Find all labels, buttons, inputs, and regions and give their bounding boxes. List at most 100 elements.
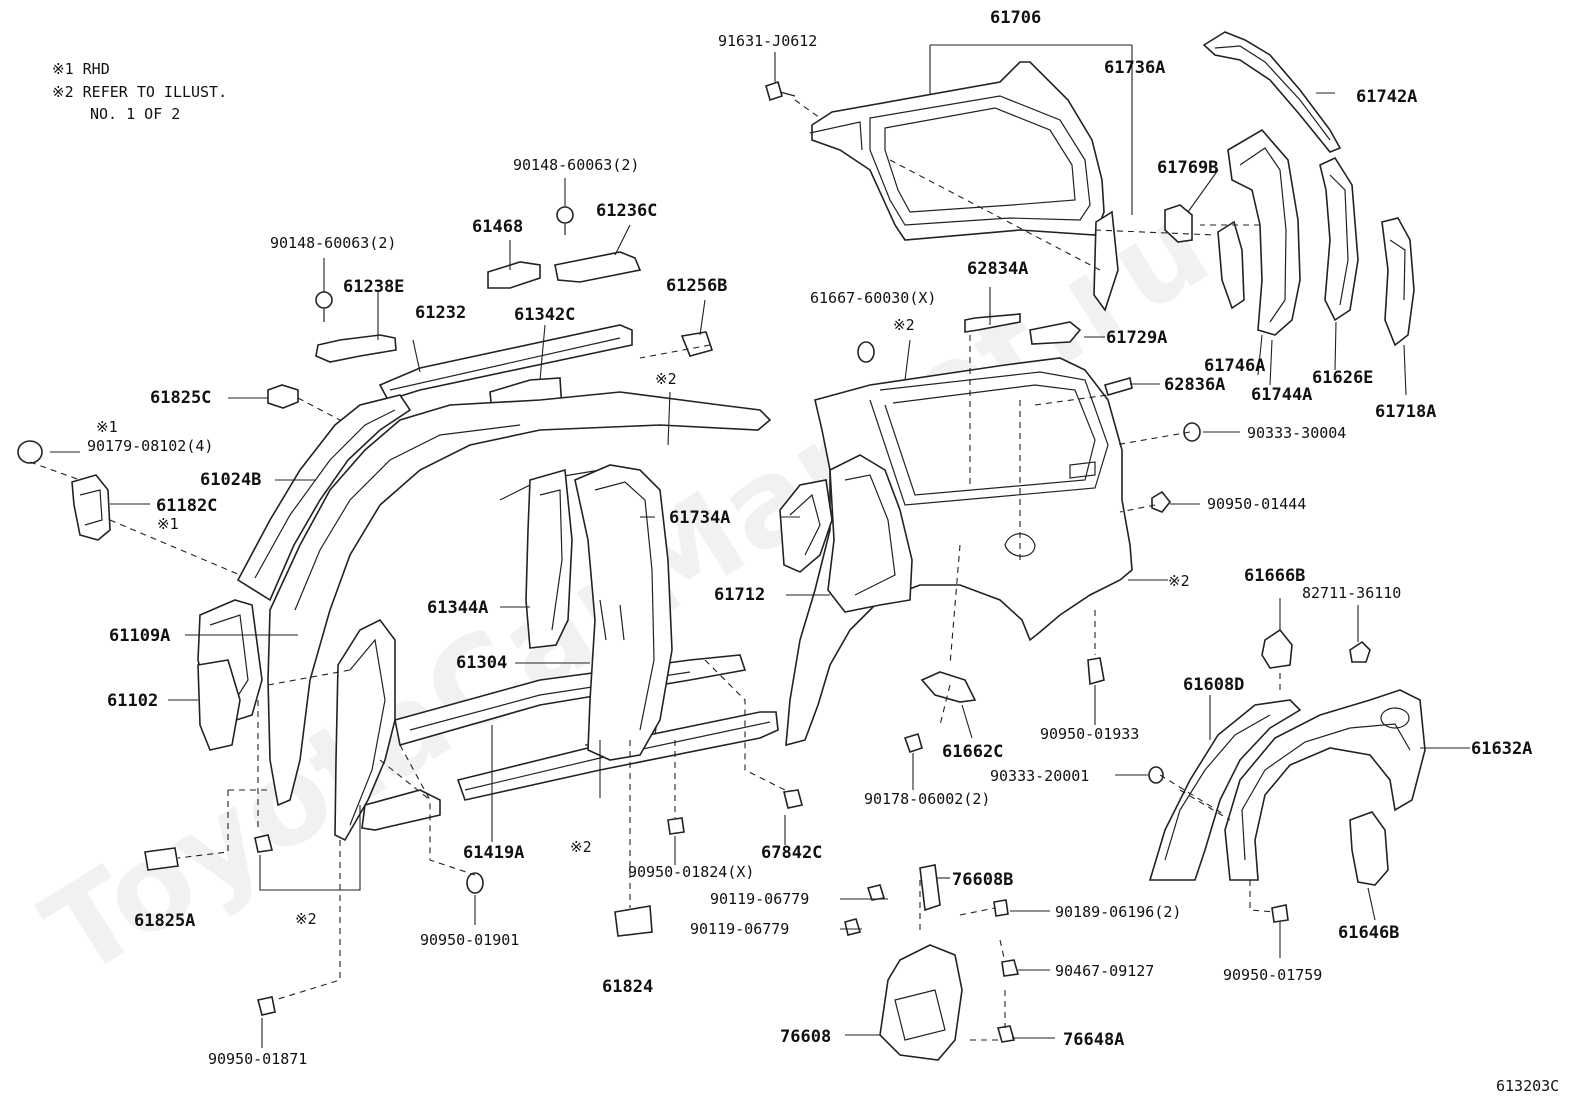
label-76608B: 76608B bbox=[952, 870, 1013, 890]
label-90950-01901: 90950-01901 bbox=[420, 931, 519, 949]
label-90189-06196: 90189-06196(2) bbox=[1055, 903, 1181, 921]
part-61712 bbox=[785, 357, 1133, 747]
part-62836A bbox=[1103, 376, 1133, 396]
part-61769B bbox=[1164, 204, 1193, 243]
part-61824 bbox=[614, 905, 653, 937]
label-76608: 76608 bbox=[780, 1027, 831, 1047]
label-61109A: 61109A bbox=[109, 626, 170, 646]
label-61468: 61468 bbox=[472, 217, 523, 237]
label-refer-mark-c: ※2 bbox=[1168, 572, 1190, 590]
part-61024B bbox=[236, 394, 412, 602]
label-refer-mark-e: ※2 bbox=[295, 910, 317, 928]
part-61236C bbox=[554, 251, 642, 283]
label-90950-01933: 90950-01933 bbox=[1040, 725, 1139, 743]
label-90950-01444: 90950-01444 bbox=[1207, 495, 1306, 513]
part-76608B bbox=[919, 864, 941, 912]
label-90950-01824: 90950-01824(X) bbox=[628, 863, 754, 881]
part-side-body-outer bbox=[267, 391, 772, 807]
part-61304 bbox=[574, 464, 673, 761]
fasteners bbox=[254, 80, 1289, 1043]
label-62836A: 62836A bbox=[1164, 375, 1225, 395]
label-61608D: 61608D bbox=[1183, 675, 1244, 695]
label-61256B: 61256B bbox=[666, 276, 727, 296]
label-61182C: 61182C bbox=[156, 496, 217, 516]
label-61742A: 61742A bbox=[1356, 87, 1417, 107]
label-90178-06002: 90178-06002(2) bbox=[864, 790, 990, 808]
part-61344A bbox=[525, 468, 573, 649]
note-rhd: ※1 RHD bbox=[52, 60, 110, 78]
label-61236C: 61236C bbox=[596, 201, 657, 221]
label-90333-30004: 90333-30004 bbox=[1247, 424, 1346, 442]
label-61632A: 61632A bbox=[1471, 739, 1532, 759]
label-61718A: 61718A bbox=[1375, 402, 1436, 422]
label-61736A: 61736A bbox=[1104, 58, 1165, 78]
leader-lines bbox=[50, 44, 1470, 1048]
label-61344A: 61344A bbox=[427, 598, 488, 618]
label-61238E: 61238E bbox=[343, 277, 404, 297]
note-illust-no: NO. 1 OF 2 bbox=[90, 105, 180, 123]
label-61746A: 61746A bbox=[1204, 356, 1265, 376]
label-61662C: 61662C bbox=[942, 742, 1003, 762]
label-90119-06779-a: 90119-06779 bbox=[710, 890, 809, 908]
part-61102 bbox=[197, 659, 241, 751]
label-61646B: 61646B bbox=[1338, 923, 1399, 943]
label-61729A: 61729A bbox=[1106, 328, 1167, 348]
part-labels: 91631-J0612 61706 61736A 61742A 61769B 9… bbox=[87, 8, 1532, 1068]
part-82711-clip bbox=[1349, 640, 1371, 663]
part-61744A bbox=[1227, 128, 1301, 336]
part-61662C bbox=[920, 671, 977, 703]
label-rhd-mark-a: ※1 bbox=[96, 418, 118, 436]
label-61232: 61232 bbox=[415, 303, 466, 323]
figure-code: 613203C bbox=[1496, 1077, 1559, 1095]
label-61744A: 61744A bbox=[1251, 385, 1312, 405]
label-61024B: 61024B bbox=[200, 470, 261, 490]
label-refer-mark-b: ※2 bbox=[893, 316, 915, 334]
label-62834A: 62834A bbox=[967, 259, 1028, 279]
part-61718A bbox=[1381, 217, 1415, 347]
label-61706: 61706 bbox=[990, 8, 1041, 28]
part-61238E bbox=[315, 334, 397, 363]
part-61746A bbox=[1217, 220, 1245, 310]
label-61102: 61102 bbox=[107, 691, 158, 711]
part-61706-frame bbox=[811, 61, 1105, 241]
part-61742A bbox=[1202, 31, 1342, 153]
label-90148-60063-b: 90148-60063(2) bbox=[270, 234, 396, 252]
part-76608 bbox=[879, 944, 963, 1061]
note-refer: ※2 REFER TO ILLUST. bbox=[52, 83, 227, 101]
label-refer-mark-a: ※2 bbox=[655, 370, 677, 388]
label-61825A: 61825A bbox=[134, 911, 195, 931]
part-61734A bbox=[779, 479, 833, 573]
label-76648A: 76648A bbox=[1063, 1030, 1124, 1050]
part-61182C bbox=[71, 474, 111, 541]
notes: ※1 RHD ※2 REFER TO ILLUST. NO. 1 OF 2 bbox=[52, 60, 227, 123]
label-61825C: 61825C bbox=[150, 388, 211, 408]
label-61419A: 61419A bbox=[463, 843, 524, 863]
label-61666B: 61666B bbox=[1244, 566, 1305, 586]
label-90333-20001: 90333-20001 bbox=[990, 767, 1089, 785]
label-67842C: 67842C bbox=[761, 843, 822, 863]
part-62834A bbox=[964, 313, 1021, 333]
alignment-lines bbox=[29, 99, 1281, 1041]
part-61256B bbox=[680, 331, 714, 357]
label-61769B: 61769B bbox=[1157, 158, 1218, 178]
label-61342C: 61342C bbox=[514, 305, 575, 325]
label-82711-36110: 82711-36110 bbox=[1302, 584, 1401, 602]
label-61734A: 61734A bbox=[669, 508, 730, 528]
label-90467-09127: 90467-09127 bbox=[1055, 962, 1154, 980]
label-90179-08102: 90179-08102(4) bbox=[87, 437, 213, 455]
label-61667-60030: 61667-60030(X) bbox=[810, 289, 936, 307]
part-61632A bbox=[1224, 689, 1426, 881]
part-shapes bbox=[17, 31, 1426, 1061]
part-61666B bbox=[1261, 628, 1293, 669]
part-61626E bbox=[1319, 156, 1359, 322]
label-91631-J0612: 91631-J0612 bbox=[718, 32, 817, 50]
part-90179-clip bbox=[17, 440, 43, 464]
part-61736A bbox=[1093, 210, 1119, 312]
label-61824: 61824 bbox=[602, 977, 653, 997]
label-61304: 61304 bbox=[456, 653, 507, 673]
part-61825A bbox=[144, 847, 179, 871]
part-61608D bbox=[1148, 699, 1302, 881]
part-61729A bbox=[1029, 321, 1082, 345]
part-61468 bbox=[487, 261, 541, 289]
